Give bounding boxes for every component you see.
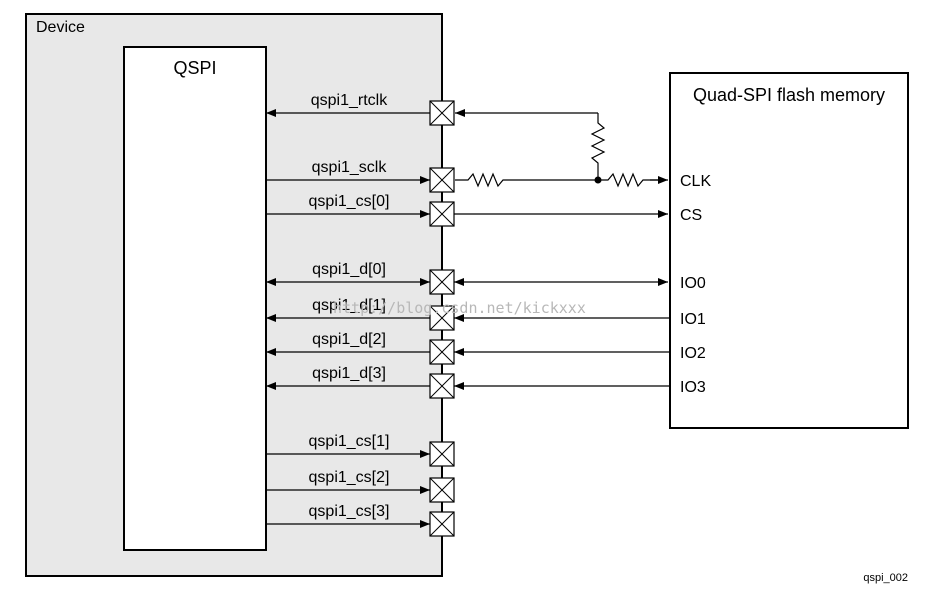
- flash-pin-io0: IO0: [680, 275, 706, 292]
- figure-id: qspi_002: [863, 572, 908, 584]
- signal-label-cs2: qspi1_cs[2]: [309, 469, 390, 486]
- flash-pin-io1: IO1: [680, 311, 706, 328]
- io-pad-d0: [429, 269, 455, 295]
- signal-label-d0: qspi1_d[0]: [312, 261, 386, 278]
- signal-label-cs3: qspi1_cs[3]: [309, 503, 390, 520]
- io-pad-sclk: [429, 167, 455, 193]
- io-pad-rtclk: [429, 100, 455, 126]
- qspi-label: QSPI: [173, 58, 216, 78]
- io-pads: [429, 100, 455, 537]
- flash-pin-io3: IO3: [680, 379, 706, 396]
- junction-dot: [594, 176, 602, 184]
- series-resistor-sclk: [455, 172, 598, 188]
- io-pad-cs2: [429, 477, 455, 503]
- device-label: Device: [36, 19, 85, 36]
- watermark-text: http://blog.csdn.net/kickxxx: [333, 299, 586, 317]
- signal-label-cs1: qspi1_cs[1]: [309, 433, 390, 450]
- qspi-controller-block: [123, 46, 267, 551]
- flash-pin-clk: CLK: [680, 173, 711, 190]
- flash-pin-io2: IO2: [680, 345, 706, 362]
- flash-pin-cs: CS: [680, 207, 702, 224]
- io-pad-cs1: [429, 441, 455, 467]
- signal-label-d3: qspi1_d[3]: [312, 365, 386, 382]
- clk-feedback-network: [455, 109, 668, 188]
- io-pad-d3: [429, 373, 455, 399]
- series-resistor-clk: [598, 172, 658, 188]
- io-pad-d2: [429, 339, 455, 365]
- signal-label-rtclk: qspi1_rtclk: [311, 92, 388, 109]
- feedback-resistor: [590, 113, 606, 180]
- signal-label-d1: qspi1_d[1]: [312, 297, 386, 314]
- signal-labels: qspi1_rtclk qspi1_sclk qspi1_cs[0] qspi1_d[…: [309, 92, 390, 520]
- io-pad-cs3: [429, 511, 455, 537]
- flash-memory-block: [669, 72, 909, 429]
- flash-label: Quad-SPI flash memory: [693, 85, 885, 105]
- io-pad-cs0: [429, 201, 455, 227]
- io-pad-d1: [429, 305, 455, 331]
- signal-label-cs0: qspi1_cs[0]: [309, 193, 390, 210]
- signal-label-sclk: qspi1_sclk: [312, 159, 388, 176]
- signal-label-d2: qspi1_d[2]: [312, 331, 386, 348]
